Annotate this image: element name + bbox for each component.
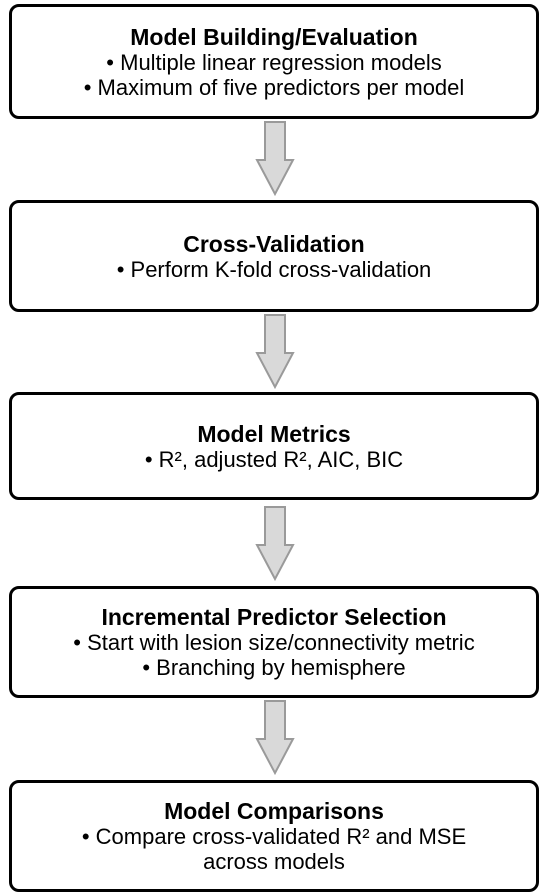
step-box-model-building: Model Building/Evaluation • Multiple lin…: [9, 4, 539, 119]
step-bullet: • R², adjusted R², AIC, BIC: [144, 446, 404, 472]
down-arrow-icon: [255, 121, 295, 196]
step-box-model-comparisons: Model Comparisons • Compare cross-valida…: [9, 780, 539, 892]
step-title: Model Comparisons: [164, 798, 384, 824]
step-title: Cross-Validation: [183, 230, 365, 257]
step-bullet: • Multiple linear regression models: [106, 49, 442, 75]
down-arrow-icon: [255, 700, 295, 775]
step-box-model-metrics: Model Metrics • R², adjusted R², AIC, BI…: [9, 392, 539, 500]
step-bullet: • Maximum of five predictors per model: [83, 74, 465, 100]
step-bullet: • Start with lesion size/connectivity me…: [73, 630, 475, 655]
step-bullet-continuation: across models: [203, 849, 345, 874]
step-title: Incremental Predictor Selection: [101, 604, 447, 630]
step-title: Model Metrics: [197, 420, 351, 447]
step-box-incremental-predictor-selection: Incremental Predictor Selection • Start …: [9, 586, 539, 698]
step-title: Model Building/Evaluation: [130, 23, 418, 50]
step-box-cross-validation: Cross-Validation • Perform K-fold cross-…: [9, 200, 539, 312]
step-bullet: • Branching by hemisphere: [142, 655, 406, 680]
down-arrow-icon: [255, 506, 295, 581]
step-bullet: • Perform K-fold cross-validation: [116, 256, 432, 282]
step-bullet: • Compare cross-validated R² and MSE: [81, 824, 467, 849]
down-arrow-icon: [255, 314, 295, 389]
